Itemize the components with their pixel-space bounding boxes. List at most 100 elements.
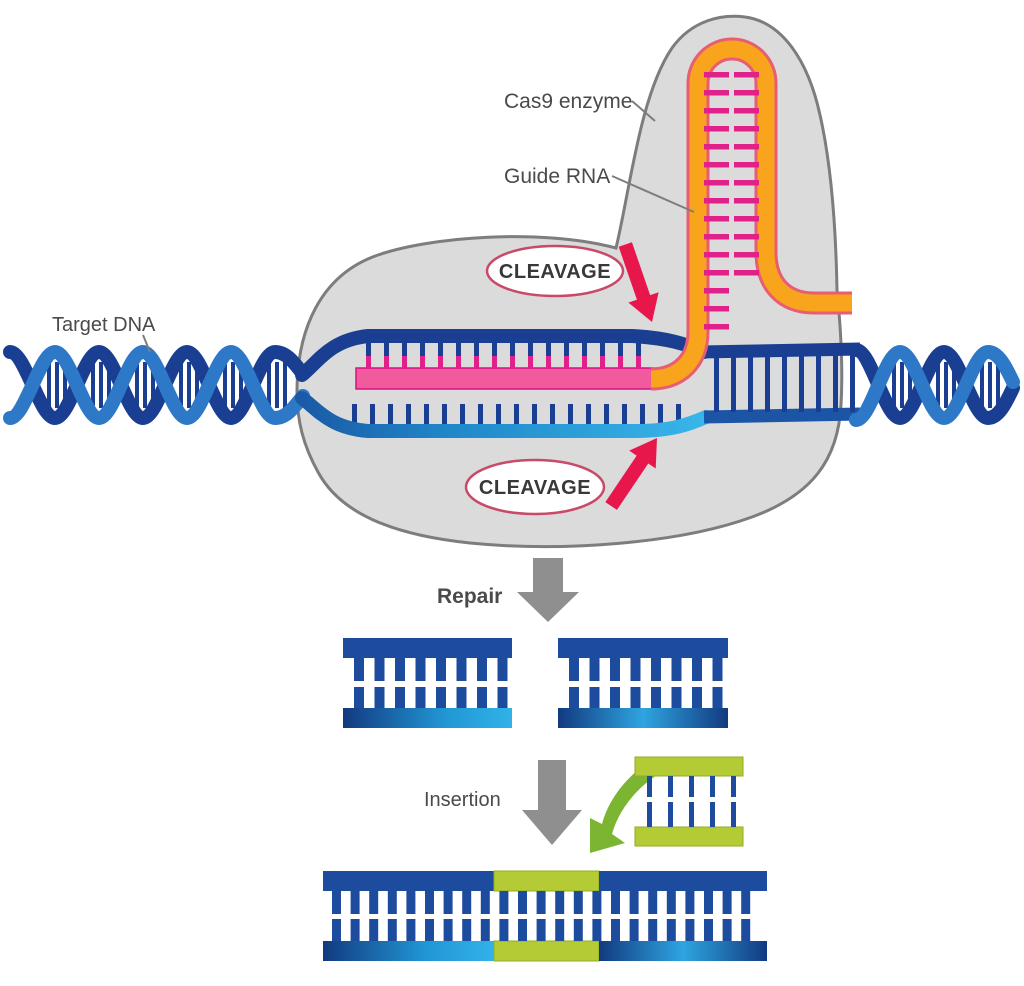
base-pair-tick (833, 354, 838, 412)
base-pair-tick (618, 356, 623, 369)
base-pair-tick (107, 362, 111, 408)
base-pair-tick (647, 776, 652, 797)
base-pair-tick (704, 108, 729, 114)
base-pair-tick (799, 354, 804, 412)
base-pair-tick (420, 356, 425, 369)
base-pair-tick (384, 341, 389, 356)
base-pair-tick (350, 919, 360, 941)
guide-rna-label: Guide RNA (504, 165, 610, 188)
base-pair-tick (573, 919, 583, 941)
donor-dna-segment (634, 756, 744, 847)
base-pair-tick (704, 126, 729, 132)
base-pair-tick (564, 356, 569, 369)
dna-fragment-left (343, 638, 512, 728)
base-pair-tick (497, 687, 508, 708)
base-pair-tick (47, 362, 51, 408)
base-pair-tick (478, 404, 483, 425)
base-pair-tick (636, 356, 641, 369)
base-pair-tick (499, 891, 509, 914)
base-pair-tick (477, 658, 487, 681)
base-pair-tick (734, 198, 759, 204)
base-pair-tick (892, 362, 896, 408)
base-pair-tick (734, 72, 759, 78)
base-pair-tick (900, 362, 904, 408)
base-pair-tick (734, 162, 759, 168)
base-pair-tick (618, 341, 623, 356)
base-pair-tick (528, 356, 533, 369)
base-pair-tick (231, 362, 235, 408)
base-pair-tick (143, 362, 147, 408)
base-pair-tick (474, 341, 479, 356)
base-pair-tick (734, 144, 759, 150)
helix-strand-light (3, 344, 310, 426)
base-pair-tick (651, 687, 661, 708)
base-pair-tick (610, 658, 620, 681)
helix-strand-dark (849, 343, 1020, 426)
inserted-segment-top (493, 870, 600, 892)
base-pair-tick (384, 356, 389, 369)
base-pair-tick (734, 234, 759, 240)
base-pair-tick (63, 362, 67, 408)
base-pair-tick (731, 802, 736, 827)
base-pair-tick (369, 891, 379, 914)
base-pair-tick (395, 687, 405, 708)
base-pair-tick (477, 687, 487, 708)
guide-rna-bases (366, 356, 641, 369)
base-pair-tick (734, 180, 759, 186)
dna-fragment-right (558, 638, 728, 728)
base-pair-tick (582, 341, 587, 356)
base-pair-tick (589, 658, 600, 681)
base-pair-tick (611, 919, 620, 941)
base-pair-tick (666, 891, 676, 914)
base-pair-tick (671, 687, 682, 708)
base-pair-tick (734, 90, 759, 96)
bottom-strand-right (599, 941, 767, 961)
base-pair-tick (350, 891, 360, 914)
base-pair-tick (187, 362, 191, 408)
base-pair-tick (734, 252, 759, 258)
helix-rungs (892, 362, 1000, 408)
target-dna-label: Target DNA (52, 314, 156, 336)
base-pair-tick (510, 341, 515, 356)
base-pair-tick (630, 687, 641, 708)
dna-bubble (295, 329, 713, 438)
base-pair-tick (685, 891, 695, 914)
helix-strand-light (849, 344, 1020, 427)
base-pair-tick (425, 891, 434, 914)
base-pair-tick (275, 362, 279, 408)
base-pair-tick (731, 776, 736, 797)
top-strand-bases (366, 341, 641, 356)
base-pair-tick (496, 404, 501, 425)
base-pair-tick (704, 72, 729, 78)
base-pair-tick (438, 341, 443, 356)
base-pair-tick (988, 362, 992, 408)
cas9-leader-line (631, 100, 656, 122)
base-pair-tick (555, 919, 565, 941)
cleavage-text: CLEAVAGE (479, 477, 591, 499)
base-pair-tick (668, 802, 673, 827)
base-pair-tick (704, 324, 729, 330)
base-pair-tick (704, 198, 729, 204)
base-pair-tick (712, 658, 723, 681)
base-pair-tick (573, 891, 583, 914)
base-pair-tick (546, 356, 551, 369)
base-pair-tick (765, 354, 770, 412)
base-pair-tick (704, 234, 729, 240)
base-pair-tick (406, 891, 416, 914)
base-pair-tick (510, 356, 515, 369)
base-pair-tick (528, 341, 533, 356)
insertion-down-arrow-icon (522, 760, 582, 845)
guide-rna-pairing-strand (355, 367, 655, 390)
base-pair-tick (741, 891, 751, 914)
base-pair-tick (651, 658, 661, 681)
base-pair-tick (518, 919, 527, 941)
base-pair-tick (734, 108, 759, 114)
base-pair-tick (366, 356, 371, 369)
base-pair-tick (514, 404, 519, 425)
base-pair-tick (734, 126, 759, 132)
base-pair-tick (704, 288, 729, 294)
base-pair-tick (135, 362, 139, 408)
base-pair-tick (415, 687, 426, 708)
base-pair-tick (456, 341, 461, 356)
base-pair-tick (55, 362, 59, 408)
